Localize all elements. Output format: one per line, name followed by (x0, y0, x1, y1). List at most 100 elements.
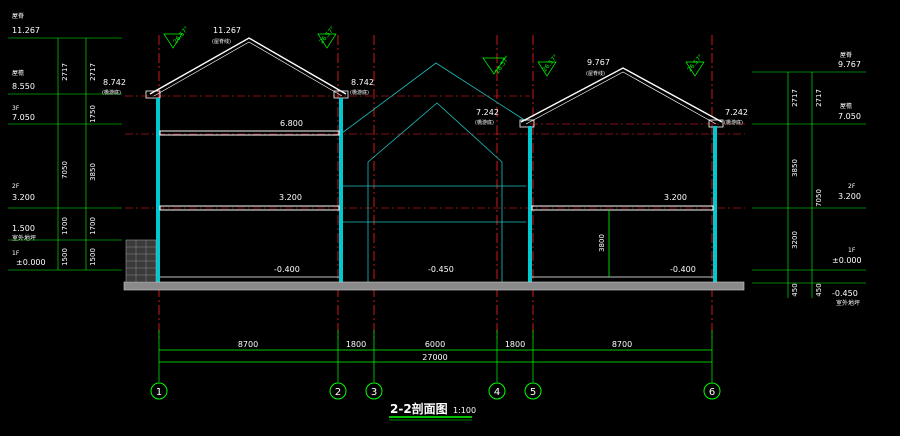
dim-text: 1500 (61, 248, 69, 266)
left-floor-3 (159, 130, 340, 136)
slope-text: 26.57° (318, 25, 336, 45)
slope-texts: 26.57° 26.57° 26.57° 26.57° 26.57° (172, 25, 704, 75)
bay-dim-text: 6000 (425, 340, 445, 349)
elevation-note: (檐游底) (475, 119, 494, 126)
axis-bubble-5 (524, 382, 542, 400)
axis-bubbles (150, 382, 721, 400)
ground (123, 239, 745, 291)
right-roof (520, 67, 723, 123)
elevation-ridge-right: 9.767 (587, 58, 610, 67)
elevation-note: (檐游底) (102, 89, 121, 96)
right-level-label: 室外地坪 (836, 299, 860, 307)
dim-text: 7050 (61, 161, 69, 179)
left-vertical-dims: 2717 7050 1700 1500 2717 1750 3850 1700 … (61, 63, 97, 266)
bottom-dimension-chain (158, 330, 713, 382)
right-vertical-dims: 2717 3850 3200 450 2717 7050 450 (791, 89, 823, 297)
right-level-label: 2F (848, 183, 856, 190)
slope-markers (163, 33, 705, 77)
axis-number: 1 (156, 387, 162, 398)
elevation-ground-mid: -0.450 (428, 265, 454, 274)
elevation-floor2-right: 3.200 (664, 193, 687, 202)
drawing-title: 2-2剖面图 (390, 401, 448, 416)
elevation-eave-left: 8.742 (103, 78, 126, 87)
left-wall-left (156, 98, 160, 282)
bottom-dim-texts: 8700 1800 6000 1800 8700 27000 (238, 340, 632, 362)
elevation-ridge-left: 11.267 (213, 26, 241, 35)
elevation-eave-mid2: 7.242 (476, 108, 499, 117)
elevation-note: (檐游底) (724, 119, 743, 126)
axis-number: 4 (494, 387, 500, 398)
elevation-ground-right: -0.400 (670, 265, 696, 274)
right-level-label: 1F (848, 247, 856, 254)
right-level-value: ±0.000 (832, 256, 862, 265)
dim-text: 3850 (791, 159, 799, 177)
level-lines (125, 95, 745, 209)
bay-dim-text: 8700 (612, 340, 632, 349)
left-level-label: 1F (12, 250, 20, 257)
right-level-value: -0.450 (832, 289, 858, 298)
left-level-label: 屋檐 (12, 69, 24, 77)
left-level-label: 2F (12, 183, 20, 190)
left-level-label: 室外地坪 (12, 234, 36, 242)
left-level-value: 3.200 (12, 193, 35, 202)
elevation-note: (檐游底) (350, 89, 369, 96)
right-house (519, 67, 724, 282)
elevation-floor2-left: 3.200 (279, 193, 302, 202)
left-level-label: 3F (12, 105, 20, 112)
ground-slab (123, 281, 745, 291)
dim-text: 1700 (61, 217, 69, 235)
left-level-label: 屋脊 (12, 12, 24, 20)
dim-text: 450 (791, 283, 799, 296)
middle-gable-outline (341, 62, 527, 282)
left-level-value: 8.550 (12, 82, 35, 91)
axis-bubble-3 (365, 382, 383, 400)
dim-text: 3200 (791, 231, 799, 249)
dim-text: 450 (815, 283, 823, 296)
right-level-value: 3.200 (838, 192, 861, 201)
left-floor-2 (159, 205, 340, 211)
left-level-texts: 屋脊 11.267 屋檐 8.550 3F 7.050 2F 3.200 1.5… (12, 12, 46, 267)
elevation-texts: 11.267 (屋脊线) 8.742 (檐游底) 8.742 (檐游底) 7.2… (102, 26, 748, 274)
axis-number: 6 (709, 387, 715, 398)
dim-text: 2717 (791, 89, 799, 107)
drawing-scale: 1:100 (453, 406, 476, 415)
right-level-value: 7.050 (838, 112, 861, 121)
elevation-eave-mid: 8.742 (351, 78, 374, 87)
elevation-note: (屋脊线) (586, 70, 605, 77)
axis-bubble-6 (703, 382, 721, 400)
axis-numbers: 1 2 3 4 5 6 (156, 387, 715, 398)
slope-text: 26.57° (686, 53, 704, 73)
right-wall-right (713, 126, 717, 282)
left-level-value: ±0.000 (16, 258, 46, 267)
dim-text: 7050 (815, 189, 823, 207)
elevation-note: (屋脊线) (212, 38, 231, 45)
elevation-eave-right: 7.242 (725, 108, 748, 117)
elevation-floor3-left: 6.800 (280, 119, 303, 128)
dim-3800-text: 3800 (598, 234, 606, 252)
axis-bubble-4 (488, 382, 506, 400)
left-roof (149, 37, 347, 95)
dim-text: 2717 (815, 89, 823, 107)
right-level-texts: 屋脊 9.767 屋檐 7.050 2F 3.200 1F ±0.000 -0.… (832, 51, 862, 307)
right-level-label: 屋檐 (840, 102, 852, 110)
bay-dim-text: 1800 (346, 340, 366, 349)
right-wall-left (528, 126, 532, 282)
axis-number: 3 (371, 387, 377, 398)
axis-number: 5 (530, 387, 536, 398)
right-level-label: 屋脊 (840, 51, 852, 59)
left-level-value: 7.050 (12, 113, 35, 122)
left-level-value: 11.267 (12, 26, 40, 35)
dim-text: 1700 (89, 217, 97, 235)
dim-text: 2717 (61, 63, 69, 81)
left-level-leaders (8, 37, 122, 271)
total-dim-text: 27000 (422, 353, 447, 362)
bay-dim-text: 1800 (505, 340, 525, 349)
axis-number: 2 (335, 387, 341, 398)
left-wall-right (339, 98, 343, 282)
right-floor-2 (531, 205, 714, 211)
right-level-value: 9.767 (838, 60, 861, 69)
bay-dim-text: 8700 (238, 340, 258, 349)
dim-text: 1500 (89, 248, 97, 266)
axis-lines (158, 35, 713, 340)
